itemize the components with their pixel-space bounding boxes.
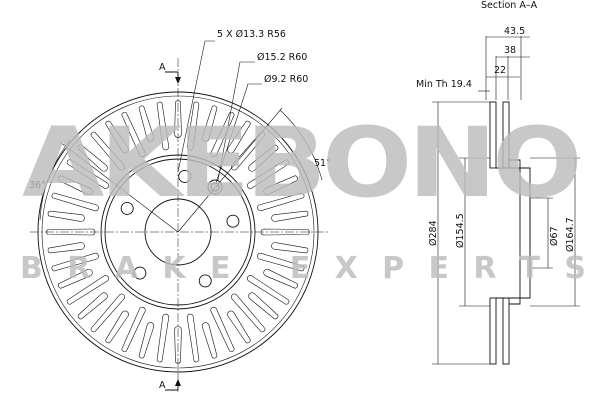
cooling-vane bbox=[248, 292, 279, 320]
cooling-vane bbox=[257, 252, 305, 272]
cooling-vane bbox=[231, 131, 266, 171]
callout-hole-9: Ø9.2 R60 bbox=[264, 74, 308, 85]
cooling-vane bbox=[174, 100, 182, 138]
section-mark-bottom: A bbox=[159, 380, 166, 391]
cooling-vane bbox=[121, 112, 146, 158]
section-mark-top: A bbox=[159, 62, 166, 73]
cooling-vane bbox=[257, 192, 305, 212]
angle-arc-right bbox=[279, 109, 323, 181]
angle-ray-right bbox=[177, 107, 283, 233]
bolt-hole bbox=[120, 201, 134, 215]
cooling-vane bbox=[121, 306, 146, 352]
cooling-vane bbox=[90, 293, 125, 333]
cooling-vane bbox=[58, 268, 93, 289]
friction-ring-inner-bottom bbox=[502, 297, 510, 365]
dim-dia-284: Ø284 bbox=[428, 220, 439, 246]
cooling-vane bbox=[227, 310, 251, 344]
locating-hole-large bbox=[207, 179, 223, 195]
watermark-logo: AKEBONO bbox=[22, 107, 578, 219]
locating-hole-small bbox=[210, 182, 220, 192]
cooling-vane bbox=[186, 101, 200, 151]
cooling-vane bbox=[90, 131, 125, 171]
angle-arc-left bbox=[39, 139, 71, 221]
cooling-vane bbox=[227, 120, 251, 154]
cooling-vane bbox=[138, 105, 155, 142]
cooling-vane bbox=[260, 228, 310, 236]
dim-dia-164: Ø164.7 bbox=[565, 217, 576, 252]
angle-ray-left bbox=[59, 141, 179, 233]
dim-dia-154: Ø154.5 bbox=[455, 213, 466, 248]
cooling-vane bbox=[174, 326, 182, 364]
cooling-vane bbox=[156, 313, 170, 363]
leader-hole-9 bbox=[215, 83, 262, 184]
callout-hole-15: Ø15.2 R60 bbox=[257, 52, 307, 63]
front-view: A A 5 X Ø13.3 R56 Ø15.2 R60 Ø9.2 R60 36°… bbox=[29, 29, 331, 392]
angle-label-left: 36° bbox=[29, 180, 46, 191]
cooling-vane bbox=[77, 144, 108, 172]
cooling-vane bbox=[156, 101, 170, 151]
cooling-vane bbox=[47, 210, 85, 222]
watermark-tagline: BRAKE EXPERTS bbox=[20, 251, 586, 286]
cooling-vane bbox=[47, 242, 85, 254]
dim-width-total: 43.5 bbox=[504, 26, 525, 37]
cooling-vane bbox=[271, 242, 309, 254]
section-arrowhead-bottom bbox=[175, 379, 181, 386]
cooling-vane bbox=[201, 322, 218, 359]
cooling-vane bbox=[210, 306, 235, 352]
cooling-vane bbox=[105, 120, 129, 154]
hat-profile bbox=[509, 159, 521, 305]
cooling-vane bbox=[247, 275, 290, 305]
leader-bolt-holes bbox=[177, 40, 215, 173]
angle-label-right: 51° bbox=[314, 158, 331, 169]
bolt-hole bbox=[133, 266, 147, 280]
cooling-vane bbox=[58, 175, 93, 196]
cooling-vane bbox=[248, 144, 279, 172]
cooling-vane bbox=[66, 275, 109, 305]
bolt-hole bbox=[198, 274, 212, 288]
section-title: Section A–A bbox=[481, 0, 538, 11]
brand-watermark: AKEBONO BRAKE EXPERTS bbox=[20, 107, 586, 286]
callout-bolt-holes: 5 X Ø13.3 R56 bbox=[217, 29, 286, 40]
cooling-vane bbox=[105, 310, 129, 344]
friction-ring-outer-bottom bbox=[489, 297, 497, 365]
cooling-vane bbox=[51, 192, 99, 212]
cooling-vane bbox=[138, 322, 155, 359]
bolt-hole bbox=[178, 169, 192, 183]
section-view: Section A–A 43.5 38 22 Min Th 19.4 bbox=[416, 0, 580, 365]
cooling-vane bbox=[77, 292, 108, 320]
dim-dia-67: Ø67 bbox=[549, 226, 560, 246]
friction-ring-outer-top bbox=[489, 101, 497, 169]
bolt-hole bbox=[226, 214, 240, 228]
cooling-vane bbox=[247, 159, 290, 189]
cooling-vane bbox=[66, 159, 109, 189]
dim-width-22: 22 bbox=[494, 65, 506, 76]
leader-hole-15 bbox=[217, 61, 255, 181]
cooling-vane bbox=[263, 175, 298, 196]
cooling-vanes bbox=[46, 100, 310, 364]
bolt-holes bbox=[120, 169, 240, 288]
cooling-vane bbox=[46, 228, 96, 236]
cooling-vane bbox=[51, 252, 99, 272]
cooling-vane bbox=[186, 313, 200, 363]
cooling-vane bbox=[271, 210, 309, 222]
dim-min-thickness: Min Th 19.4 bbox=[416, 79, 472, 90]
dim-width-38: 38 bbox=[504, 45, 516, 56]
cooling-vane bbox=[263, 268, 298, 289]
section-arrowhead-top bbox=[175, 77, 181, 84]
cooling-vane bbox=[201, 105, 218, 142]
cooling-vane bbox=[231, 293, 266, 333]
